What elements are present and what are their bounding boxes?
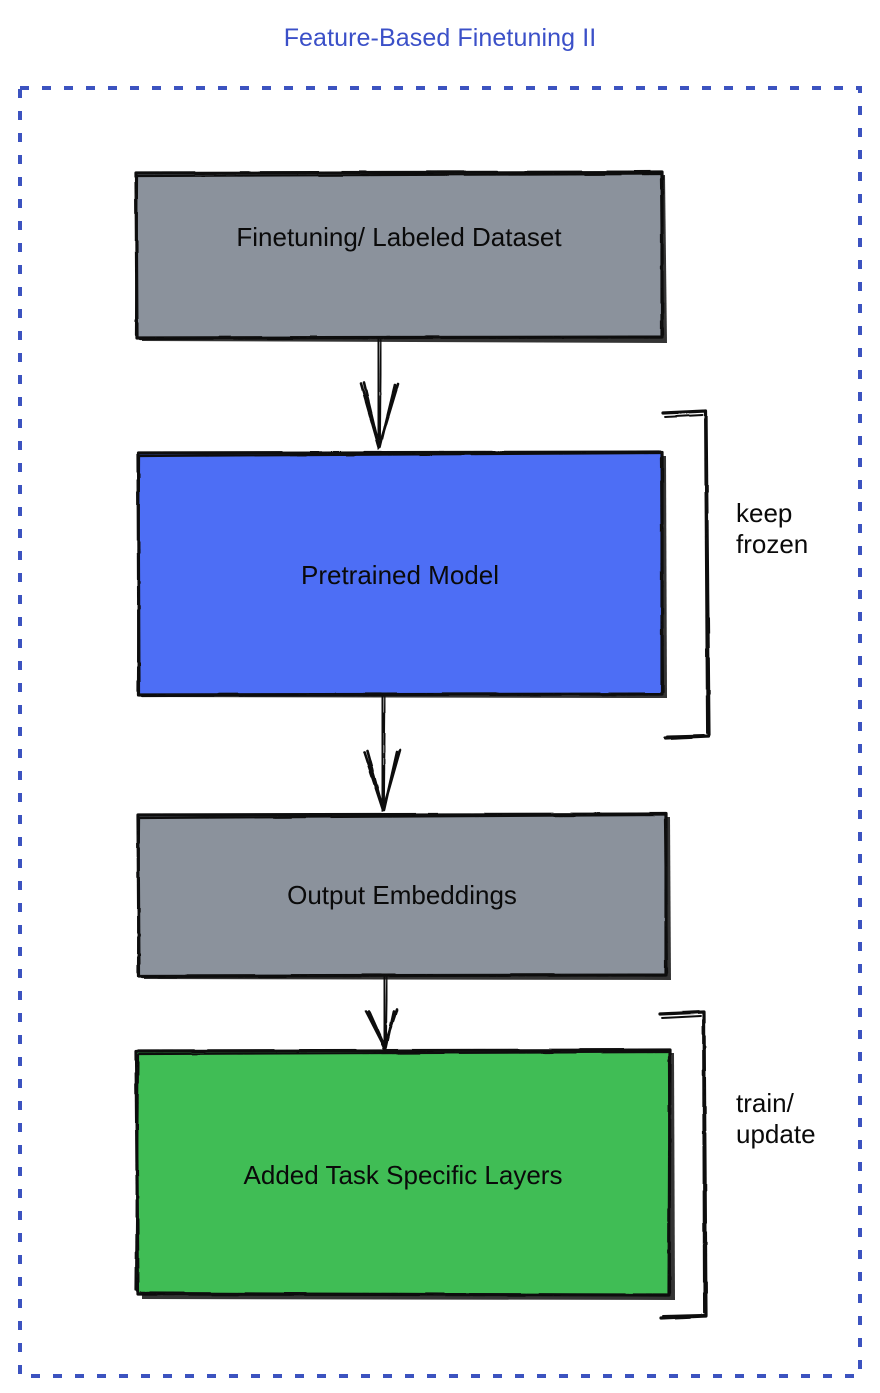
node-embeddings[interactable] <box>136 812 671 980</box>
arrowhead <box>362 748 402 812</box>
node-pretrained[interactable] <box>136 450 667 698</box>
bracket-keep-frozen <box>661 409 711 740</box>
node-pretrained-sketch-stroke <box>136 451 665 698</box>
arrowhead <box>364 1007 399 1050</box>
node-embeddings-sketch-stroke <box>136 813 669 979</box>
node-task-layers-sketch-stroke <box>134 1050 672 1297</box>
bracket-train-update <box>658 1010 708 1320</box>
diagram-frame <box>18 86 862 1378</box>
bracket-label-train-update: train/ update <box>736 1088 816 1149</box>
page-title: Feature-Based Finetuning II <box>283 24 597 52</box>
edge-embeddings-to-task <box>364 975 399 1050</box>
node-label-pretrained: Pretrained Model <box>301 560 499 590</box>
node-label-task-layers: Added Task Specific Layers <box>243 1160 563 1190</box>
node-label-embeddings: Output Embeddings <box>287 880 517 910</box>
node-dataset-sketch-stroke <box>134 172 665 341</box>
edge-dataset-to-pretrained <box>359 337 400 450</box>
node-label-dataset: Finetuning/ Labeled Dataset <box>236 222 562 252</box>
node-dataset-body <box>134 170 664 340</box>
node-dataset[interactable] <box>134 170 667 343</box>
node-task-layers[interactable] <box>134 1048 675 1300</box>
arrowhead <box>359 381 400 449</box>
edge-pretrained-to-embeddings <box>362 695 402 812</box>
bracket-label-keep-frozen: keep frozen <box>736 498 809 559</box>
